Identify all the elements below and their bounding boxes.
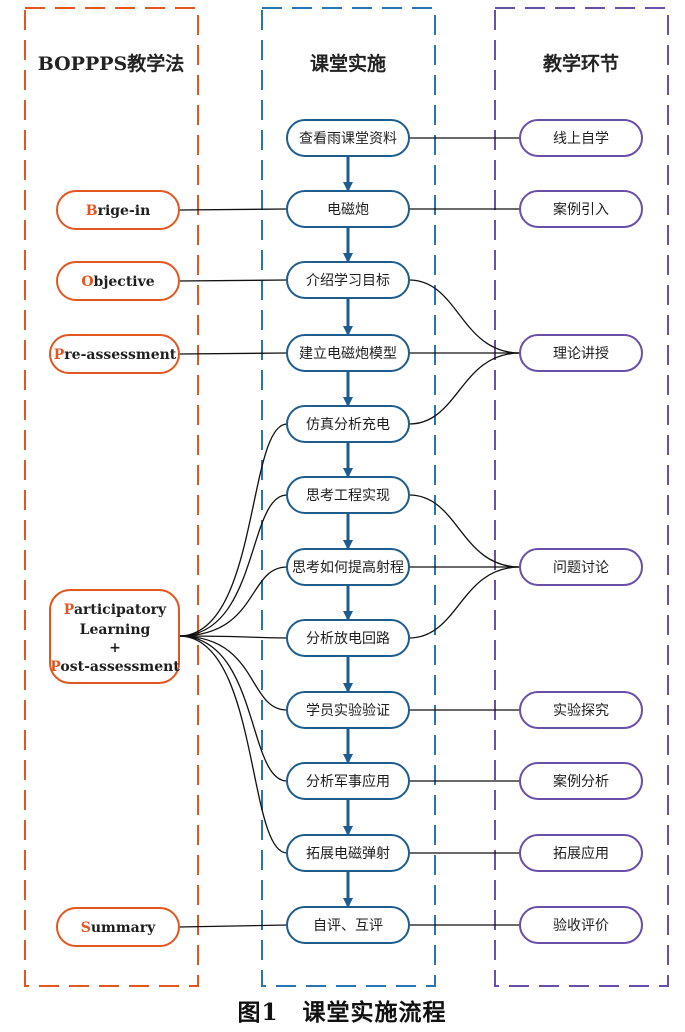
svg-text:Participatory: Participatory — [64, 602, 167, 618]
connector-curve — [178, 635, 288, 782]
phase-label: 验收评价 — [553, 918, 609, 934]
svg-text:Post-assessment: Post-assessment — [50, 659, 180, 675]
phase-acceptance-evaluation: 验收评价 — [519, 906, 643, 944]
step-label: 介绍学习目标 — [306, 273, 390, 289]
connector-line — [178, 208, 288, 211]
step-check-rain-classroom: 查看雨课堂资料 — [286, 119, 410, 157]
step-label: 电磁炮 — [327, 202, 369, 218]
boppps-stage-participatory-learning: Participatory Learning + Post-assessment — [49, 589, 180, 684]
implementation-steps: 查看雨课堂资料电磁炮介绍学习目标建立电磁炮模型仿真分析充电思考工程实现思考如何提… — [286, 119, 410, 944]
connector-line — [178, 924, 288, 928]
svg-text:Pre-assessment: Pre-assessment — [54, 347, 177, 363]
phase-label: 线上自学 — [553, 131, 609, 147]
connector-curve — [178, 635, 288, 711]
step-label: 分析放电回路 — [306, 631, 390, 647]
phase-label: 问题讨论 — [553, 560, 609, 576]
phase-experiment-inquiry: 实验探究 — [519, 691, 643, 729]
svg-text:+: + — [109, 640, 121, 656]
implementation-column-frame — [261, 7, 436, 987]
connector-curve — [178, 635, 288, 854]
phase-extended-application: 拓展应用 — [519, 834, 643, 872]
step-label: 建立电磁炮模型 — [299, 346, 397, 362]
connector-line — [178, 279, 288, 282]
connector-curve — [408, 494, 521, 568]
phase-label: 案例引入 — [553, 201, 609, 218]
svg-text:Brige-in: Brige-in — [86, 203, 151, 219]
phase-case-introduction: 案例引入 — [519, 190, 643, 228]
step-label: 仿真分析充电 — [306, 417, 390, 433]
step-label: 自评、互评 — [313, 918, 383, 934]
svg-text:Objective: Objective — [81, 274, 154, 290]
phase-label: 案例分析 — [553, 773, 609, 790]
boppps-stage-summary: Summary — [56, 907, 180, 947]
step-military-application: 分析军事应用 — [286, 762, 410, 800]
step-electromagnetic-gun: 电磁炮 — [286, 190, 410, 228]
boppps-stage-objective: Objective — [56, 261, 180, 301]
connector-line — [178, 352, 288, 355]
boppps-stage-bridge-in: Brige-in — [56, 190, 180, 230]
phase-problem-discussion: 问题讨论 — [519, 548, 643, 586]
svg-text:Learning: Learning — [80, 622, 151, 638]
boppps-column-header: BOPPPS教学法 — [38, 52, 185, 75]
connector-curve — [178, 423, 288, 637]
connector-lines — [178, 137, 521, 928]
phase-case-analysis: 案例分析 — [519, 762, 643, 800]
step-label: 拓展电磁弹射 — [306, 846, 390, 862]
connector-curve — [178, 566, 288, 637]
boppps-column-frame — [24, 7, 199, 987]
phase-online-self-study: 线上自学 — [519, 119, 643, 157]
figure-caption: 图1 课堂实施流程 — [237, 999, 446, 1026]
connector-curve — [408, 352, 521, 425]
step-label: 分析军事应用 — [306, 773, 390, 790]
teaching-phase-column-frame — [494, 7, 669, 987]
connector-curve — [408, 279, 521, 354]
boppps-stage-pre-assessment: Pre-assessment — [49, 334, 180, 374]
step-introduce-objectives: 介绍学习目标 — [286, 261, 410, 299]
step-label: 思考工程实现 — [306, 488, 390, 504]
connector-curve — [178, 494, 288, 637]
step-label: 查看雨课堂资料 — [299, 131, 397, 147]
step-self-peer-evaluation: 自评、互评 — [286, 906, 410, 944]
step-engineering-implementation: 思考工程实现 — [286, 476, 410, 514]
step-label: 思考如何提高射程 — [292, 559, 404, 576]
implementation-column-header: 课堂实施 — [310, 52, 386, 75]
step-build-gun-model: 建立电磁炮模型 — [286, 334, 410, 372]
connector-curve — [408, 566, 521, 639]
svg-text:Summary: Summary — [81, 920, 156, 936]
step-label: 学员实验验证 — [306, 703, 390, 719]
teaching-phase-column-header: 教学环节 — [543, 52, 619, 75]
step-electromagnetic-catapult: 拓展电磁弹射 — [286, 834, 410, 872]
connector-curve — [178, 635, 288, 639]
step-student-experiment: 学员实验验证 — [286, 691, 410, 729]
phase-label: 实验探究 — [553, 703, 609, 719]
phase-theory-lecture: 理论讲授 — [519, 334, 643, 372]
phase-label: 理论讲授 — [553, 346, 609, 362]
phase-label: 拓展应用 — [553, 845, 609, 862]
step-analyze-discharge-circuit: 分析放电回路 — [286, 619, 410, 657]
step-improve-range: 思考如何提高射程 — [286, 548, 410, 586]
step-simulate-charging: 仿真分析充电 — [286, 405, 410, 443]
